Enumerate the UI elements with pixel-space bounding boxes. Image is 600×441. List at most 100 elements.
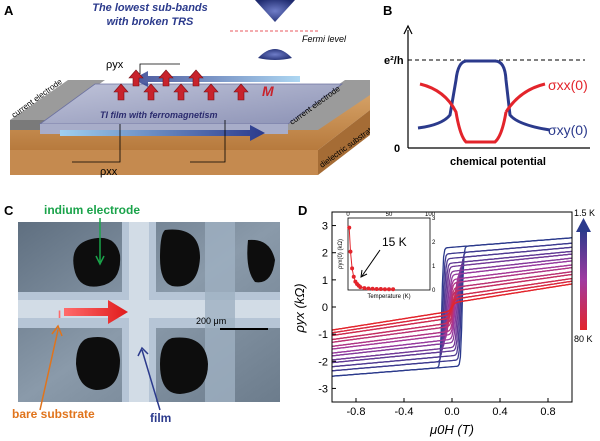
- indium-pad-bottom-left: [76, 336, 120, 390]
- upper-dirac-cone: [255, 0, 295, 22]
- inset-x-tick-label: 100: [425, 212, 436, 218]
- film-label: film: [150, 411, 171, 425]
- inset-point: [366, 286, 371, 291]
- hysteresis-curve-5-down: [331, 257, 573, 357]
- x-tick-label: 0.4: [492, 406, 507, 418]
- inset-xlabel: Temperature (K): [367, 294, 410, 300]
- inset-point: [358, 285, 363, 290]
- inset-point: [362, 286, 367, 291]
- inset-x-tick-label: 0: [346, 212, 350, 218]
- hysteresis-curve-9-down: [331, 271, 573, 343]
- panel-b-ytick-zero: 0: [394, 143, 400, 155]
- sigma-xx-curve-left: [419, 82, 508, 144]
- right-electrode: [288, 80, 370, 130]
- panel-a-title-2: with broken TRS: [107, 16, 194, 28]
- hysteresis-curve-1-down: [331, 242, 573, 372]
- inset-point: [348, 249, 353, 254]
- inset-point: [391, 287, 396, 292]
- inset-point: [387, 287, 391, 292]
- panel-b-ytick-top: e²/h: [384, 55, 404, 67]
- y-tick-label: 1: [322, 275, 328, 287]
- x-tick-label: -0.4: [395, 406, 414, 418]
- inset-point: [374, 287, 379, 292]
- inset-annotation-arrow: [361, 249, 381, 277]
- sigma-xx-curve-right: [504, 82, 546, 113]
- hysteresis-curve-7-down: [331, 264, 573, 350]
- inset-frame: [347, 217, 431, 291]
- left-electrode: [10, 80, 105, 120]
- hysteresis-curve-6-down: [331, 260, 573, 354]
- rho-xx-label: ρxx: [100, 166, 118, 178]
- indium-pad-top-right: [160, 229, 200, 287]
- indium-pad-right-edge: [247, 239, 275, 283]
- x-tick-label: 0.0: [444, 406, 459, 418]
- substrate-front: [10, 150, 318, 175]
- panel-b-letter: B: [383, 3, 393, 18]
- x-tick-label: 0.8: [540, 406, 555, 418]
- hysteresis-curve-3-down: [331, 250, 573, 364]
- ti-film-label: TI film with ferromagnetism: [100, 110, 218, 120]
- y-tick-label: 0: [322, 302, 328, 314]
- lower-dirac-cone: [258, 49, 292, 60]
- panel-a-letter: A: [4, 3, 14, 18]
- y-tick-label: 3: [322, 221, 328, 233]
- panel-a-device-schematic: The lowest sub-bands with broken TRS Fer…: [10, 0, 370, 178]
- temperature-arrow-icon: [576, 218, 591, 232]
- inset-point: [347, 225, 352, 230]
- inset-y-tick-label: 3: [432, 216, 436, 222]
- magnetization-label: M: [262, 83, 274, 99]
- hysteresis-curve-0-down: [331, 237, 573, 377]
- hysteresis-curve-13-down: [331, 283, 573, 331]
- fermi-level-label: Fermi level: [302, 34, 347, 44]
- temp-low-label: 80 K: [574, 334, 593, 344]
- temp-high-label: 1.5 K: [574, 208, 595, 218]
- panel-c-micrograph: I 200 μm indium electrode bare substrate…: [12, 203, 280, 425]
- sigma-xy-curve: [417, 59, 551, 132]
- inset-annotation: 15 K: [382, 235, 407, 249]
- hysteresis-curve-8-down: [331, 266, 573, 348]
- panel-d-hysteresis-chart: -0.8 -0.4 0.0 0.4 0.8 -3 -2 -1 0 1 2 3 0 50 100 0 1 2 3 T…: [292, 208, 595, 437]
- inset-y-tick-label: 2: [432, 240, 436, 246]
- inset-line: [348, 227, 394, 290]
- rho-yx-label: ρyx: [106, 59, 124, 71]
- sigma-xx-label: σxx(0): [548, 77, 588, 93]
- panel-d-letter: D: [298, 203, 308, 218]
- indium-electrode-label: indium electrode: [44, 203, 140, 217]
- indium-pad-bottom-right: [160, 337, 208, 394]
- panel-d-xlabel: μ0H (T): [429, 422, 474, 437]
- indium-pad-top-left: [73, 237, 121, 287]
- hysteresis-curve-2-down: [331, 246, 573, 368]
- panel-a-title-1: The lowest sub-bands: [92, 2, 208, 14]
- inset-x-tick-label: 50: [386, 212, 393, 218]
- sigma-xy-label: σxy(0): [548, 122, 588, 138]
- inset-point: [351, 274, 356, 279]
- inset-y-tick-label: 1: [432, 264, 436, 270]
- temperature-colorbar: [580, 230, 587, 330]
- y-tick-label: -3: [318, 383, 328, 395]
- bare-substrate-label: bare substrate: [12, 407, 95, 421]
- y-tick-label: -1: [318, 329, 328, 341]
- inset-point: [378, 287, 383, 292]
- hysteresis-curve-4-down: [331, 253, 573, 361]
- magnetization-arrows: [113, 69, 249, 101]
- scale-label: 200 μm: [196, 316, 226, 326]
- current-arrow-top: [133, 71, 300, 87]
- inset-point: [382, 287, 387, 292]
- panel-d-ylabel: ρyx (kΩ): [292, 283, 307, 333]
- inset-ylabel: ρyx(0) (kΩ): [338, 239, 344, 269]
- inset-point: [370, 286, 375, 291]
- x-tick-label: -0.8: [347, 406, 366, 418]
- current-arrow-bottom: [60, 125, 265, 141]
- hysteresis-curve-10-down: [331, 273, 573, 341]
- panel-b-xlabel: chemical potential: [450, 156, 546, 168]
- panel-b-conductivity-chart: e²/h 0 chemical potential σxx(0) σxy(0): [384, 24, 590, 168]
- inset-y-tick-label: 0: [432, 288, 436, 294]
- inset-point: [350, 266, 355, 271]
- hysteresis-curves: [331, 237, 573, 377]
- panel-c-letter: C: [4, 203, 14, 218]
- y-tick-label: -2: [318, 356, 328, 368]
- current-arrow-icon: [64, 300, 128, 324]
- current-label: I: [58, 309, 61, 321]
- y-tick-label: 2: [322, 248, 328, 260]
- substrate-side: [318, 110, 370, 175]
